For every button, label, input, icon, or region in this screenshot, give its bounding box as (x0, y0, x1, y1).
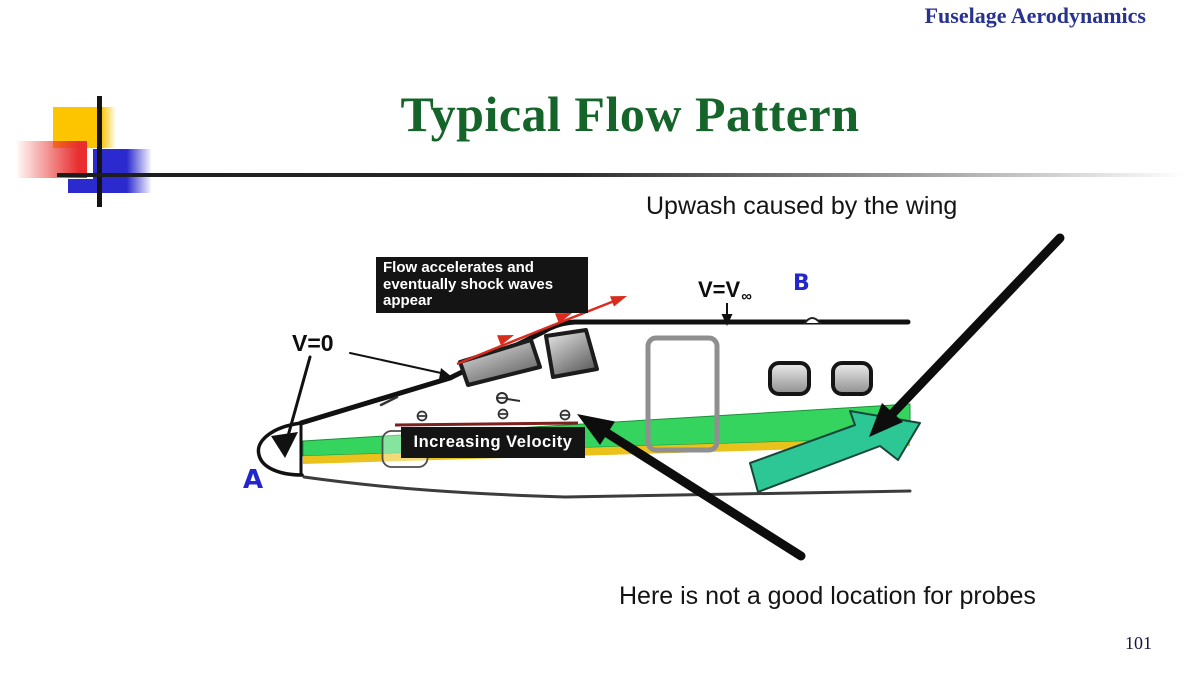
fuselage-outline (256, 317, 912, 499)
title-divider-line (57, 173, 1185, 177)
v0-label: V=0 (292, 330, 334, 356)
flow-accelerates-callout: Flow accelerates and eventually shock wa… (376, 257, 588, 313)
page-number: 101 (1125, 633, 1152, 653)
accent-red-gradient-square (17, 141, 87, 178)
page-title: Typical Flow Pattern (400, 86, 860, 142)
wiper-tick (379, 395, 399, 407)
upwash-caption: Upwash caused by the wing (646, 192, 958, 220)
accent-blue-square (93, 149, 151, 193)
v0-leader-arrows (271, 352, 452, 458)
point-a-label: A (243, 465, 264, 495)
probes-caption: Here is not a good location for probes (619, 582, 1036, 610)
accent-vertical-line (97, 96, 102, 207)
increasing-velocity-callout: Increasing Velocity (401, 427, 585, 458)
accent-blue-tab (68, 179, 95, 193)
slide-header: Fuselage Aerodynamics (924, 3, 1146, 28)
probes-annotation-arrow (577, 414, 806, 561)
upwash-annotation-arrow (869, 233, 1065, 437)
vinf-label-subscript: ∞ (741, 288, 752, 305)
velocity-reference-line (394, 421, 579, 427)
point-b-label: B (793, 271, 810, 296)
shock-flow-arrows (456, 296, 627, 366)
windshield-panes (458, 328, 599, 387)
vinf-label-main: V=V (698, 277, 741, 302)
cabin-windows (768, 361, 873, 396)
probe-symbols (416, 392, 571, 422)
vinf-down-arrow (721, 303, 733, 326)
cabin-door (645, 335, 720, 453)
vinf-label: V=V∞ (698, 277, 752, 305)
